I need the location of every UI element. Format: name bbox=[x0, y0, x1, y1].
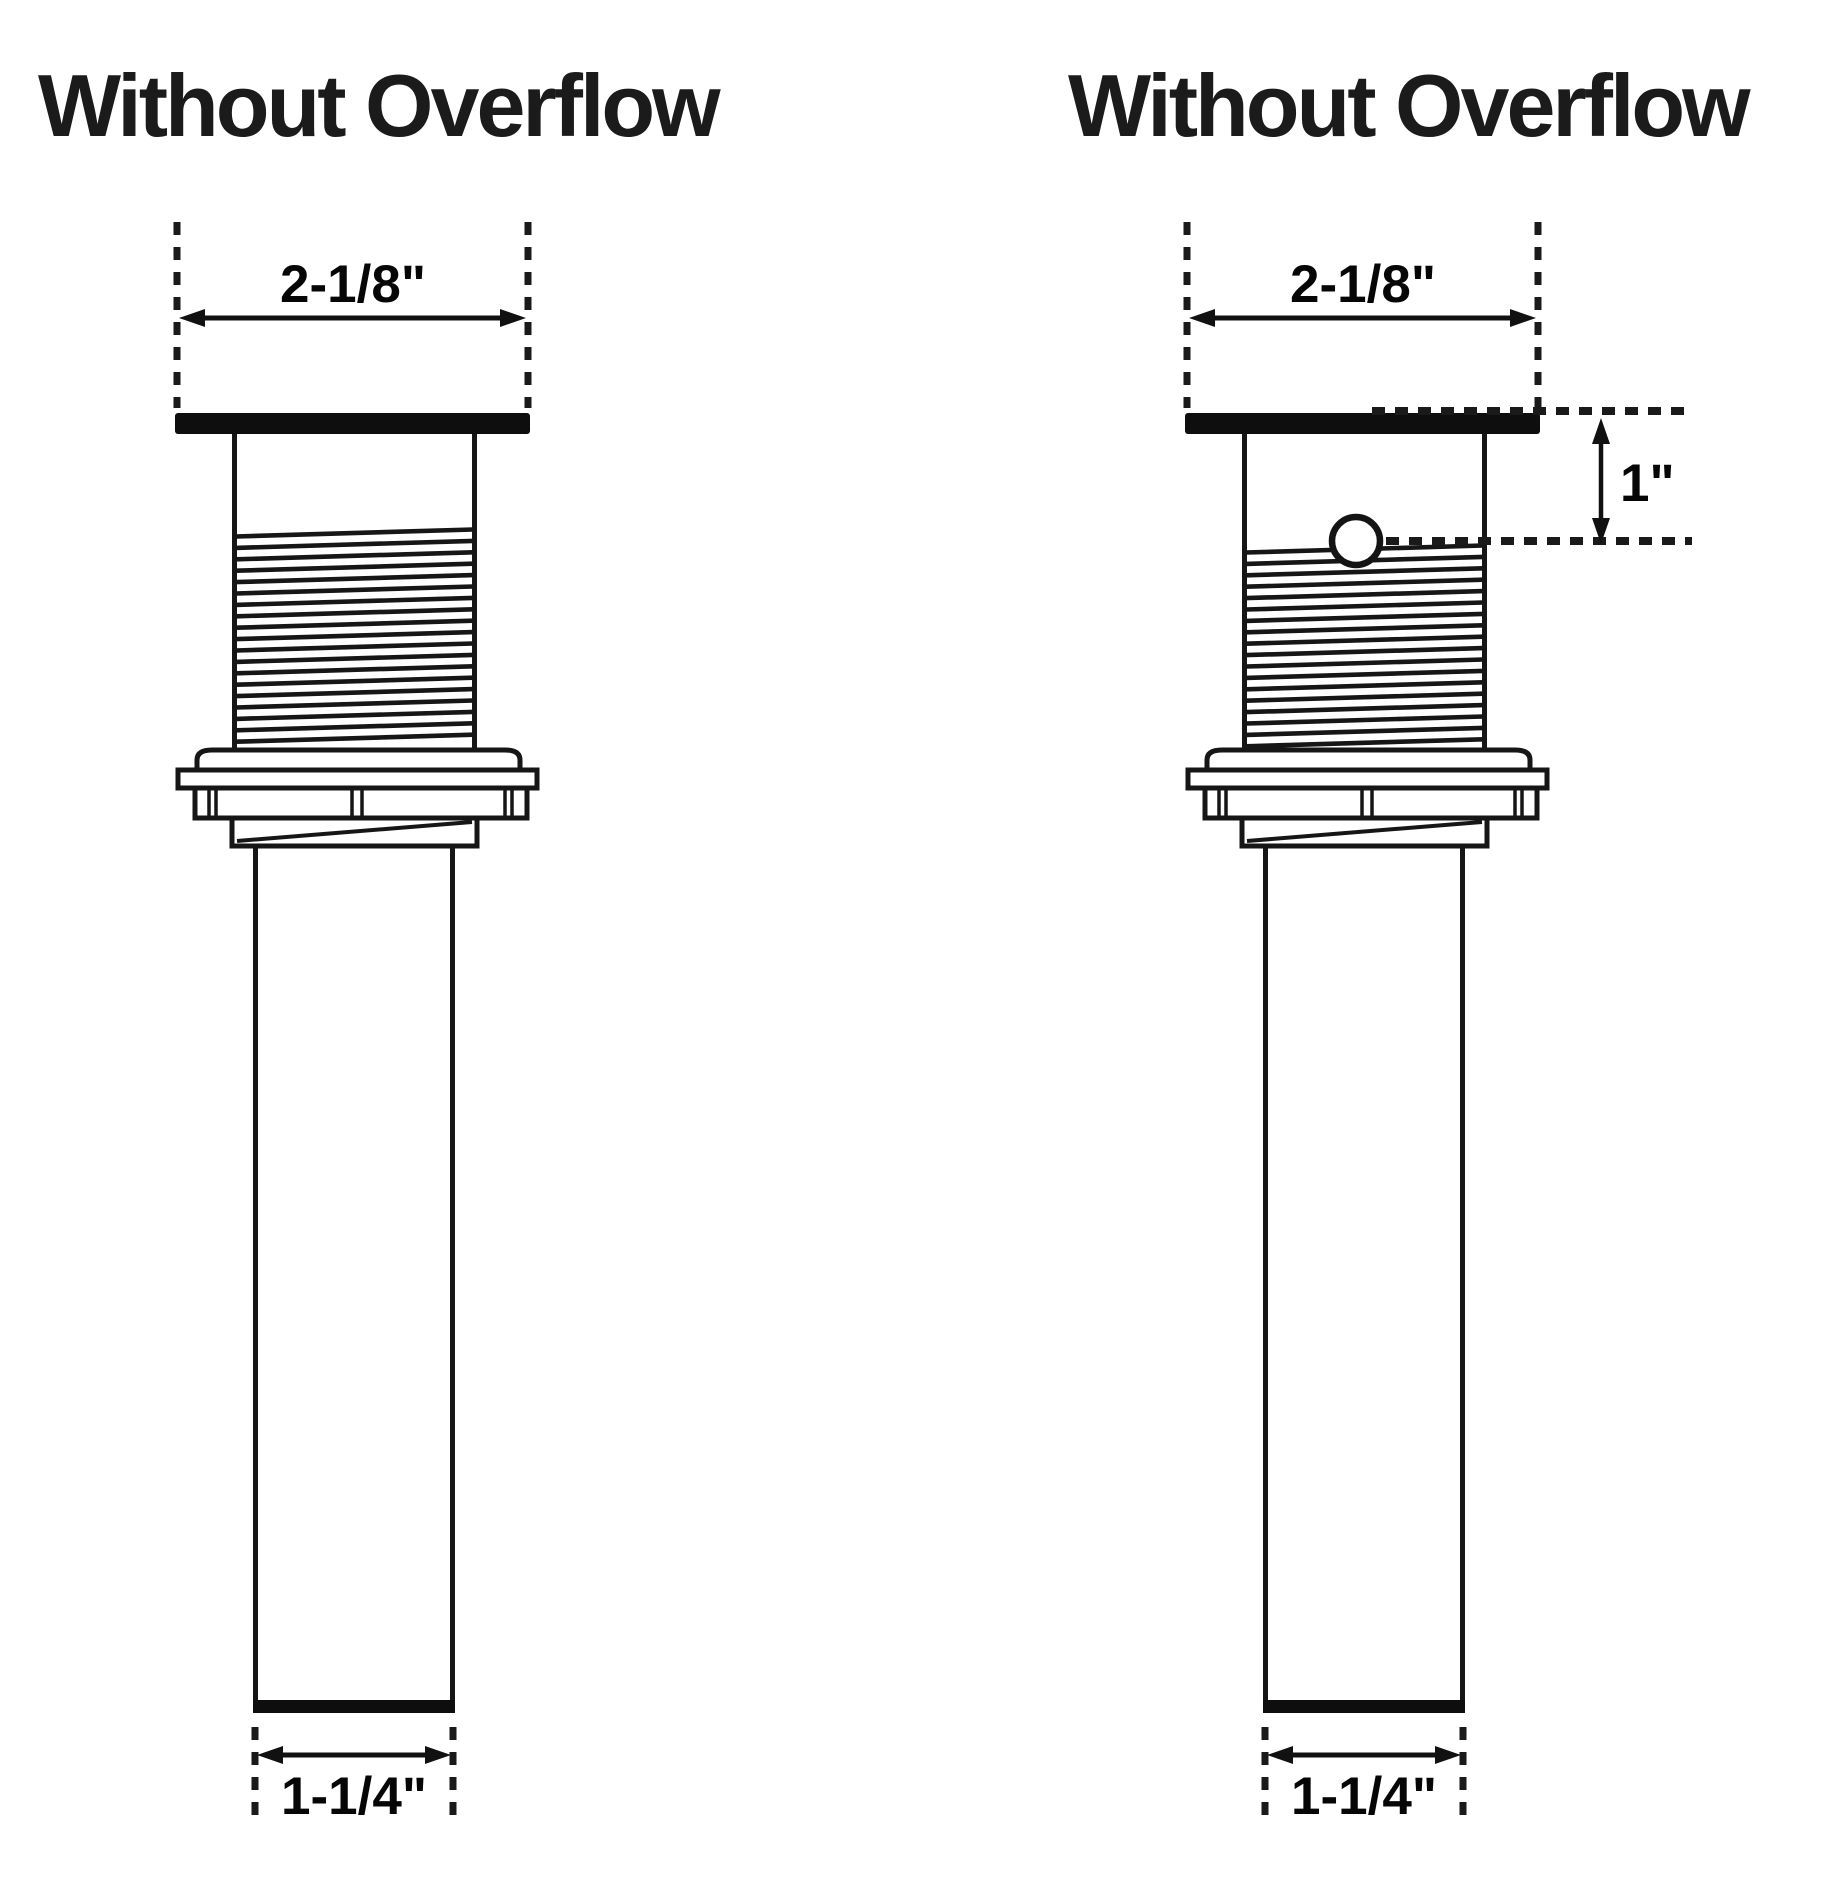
thread-line bbox=[1245, 577, 1484, 589]
threads bbox=[235, 527, 474, 744]
diagram-right-with-overflow-hole: Without Overflow 2-1/8" bbox=[1068, 56, 1754, 1826]
drain-cap bbox=[1185, 413, 1540, 434]
flange-dome bbox=[194, 747, 523, 773]
thread-line bbox=[235, 629, 474, 642]
thread-line bbox=[1245, 623, 1484, 635]
arrowhead-right-icon bbox=[1435, 1746, 1461, 1764]
thread-line bbox=[1245, 600, 1484, 612]
top-width-dimension: 2-1/8" bbox=[1183, 222, 1542, 408]
threads bbox=[1245, 543, 1484, 749]
thread-line bbox=[235, 732, 474, 744]
arrowhead-left-icon bbox=[179, 309, 205, 327]
overflow-depth-label: 1" bbox=[1620, 454, 1675, 513]
thread-line bbox=[1245, 645, 1484, 658]
arrowhead-left-icon bbox=[1189, 309, 1215, 327]
top-width-label: 2-1/8" bbox=[1290, 255, 1436, 314]
thread-line bbox=[235, 698, 474, 710]
drain-assembly bbox=[175, 413, 540, 1713]
thread-line bbox=[1245, 566, 1484, 578]
bottom-width-label: 1-1/4" bbox=[281, 1767, 427, 1826]
thread-line bbox=[235, 664, 474, 676]
collar-thread-line bbox=[1246, 820, 1483, 843]
thread-line bbox=[235, 675, 474, 687]
thread-line bbox=[235, 618, 474, 630]
arrowhead-right-icon bbox=[425, 1746, 451, 1764]
thread-line bbox=[235, 607, 474, 619]
arrowhead-right-icon bbox=[500, 309, 526, 327]
bottom-width-label: 1-1/4" bbox=[1291, 1767, 1437, 1826]
diagram-title: Without Overflow bbox=[38, 56, 721, 155]
thread-line bbox=[1245, 611, 1484, 624]
bottom-width-dimension: 1-1/4" bbox=[251, 1727, 457, 1826]
thread-line bbox=[235, 538, 474, 551]
arrowhead-left-icon bbox=[1267, 1746, 1293, 1764]
thread-line bbox=[1245, 657, 1484, 669]
thread-line bbox=[235, 652, 474, 665]
flange-band bbox=[1185, 767, 1550, 791]
overflow-hole bbox=[1328, 513, 1384, 569]
drain-cap bbox=[175, 413, 530, 434]
thread-line bbox=[1245, 691, 1484, 703]
bottom-width-dimension: 1-1/4" bbox=[1261, 1727, 1467, 1826]
arrowhead-up-icon bbox=[1592, 418, 1610, 444]
thread-line bbox=[1245, 680, 1484, 692]
thread-line bbox=[1245, 714, 1484, 726]
thread-line bbox=[1245, 668, 1484, 681]
arrowhead-down-icon bbox=[1592, 518, 1610, 544]
thread-line bbox=[235, 595, 474, 608]
tailpipe-end bbox=[1263, 1700, 1465, 1713]
tailpipe-end bbox=[253, 1700, 455, 1713]
thread-line bbox=[235, 550, 474, 562]
top-width-dimension: 2-1/8" bbox=[173, 222, 532, 408]
thread-line bbox=[235, 527, 474, 539]
thread-line bbox=[1245, 588, 1484, 601]
thread-line bbox=[1245, 634, 1484, 646]
thread-line bbox=[235, 584, 474, 596]
overflow-depth-dimension: 1" bbox=[1372, 407, 1692, 545]
thread-line bbox=[235, 686, 474, 699]
flange-dome bbox=[1204, 747, 1533, 773]
collar-thread-line bbox=[236, 820, 473, 843]
diagram-title: Without Overflow bbox=[1068, 56, 1751, 155]
top-width-label: 2-1/8" bbox=[280, 255, 426, 314]
arrowhead-left-icon bbox=[257, 1746, 283, 1764]
thread-line bbox=[235, 641, 474, 653]
thread-line bbox=[1245, 737, 1484, 749]
diagram-left-without-overflow: Without Overflow 2-1/8" bbox=[38, 56, 724, 1826]
flange-band bbox=[175, 767, 540, 791]
thread-line bbox=[235, 721, 474, 733]
thread-line bbox=[1245, 702, 1484, 715]
drain-assembly bbox=[1185, 413, 1550, 1713]
thread-line bbox=[235, 709, 474, 722]
thread-line bbox=[235, 572, 474, 585]
thread-line bbox=[1245, 725, 1484, 738]
arrowhead-right-icon bbox=[1510, 309, 1536, 327]
thread-line bbox=[235, 561, 474, 573]
